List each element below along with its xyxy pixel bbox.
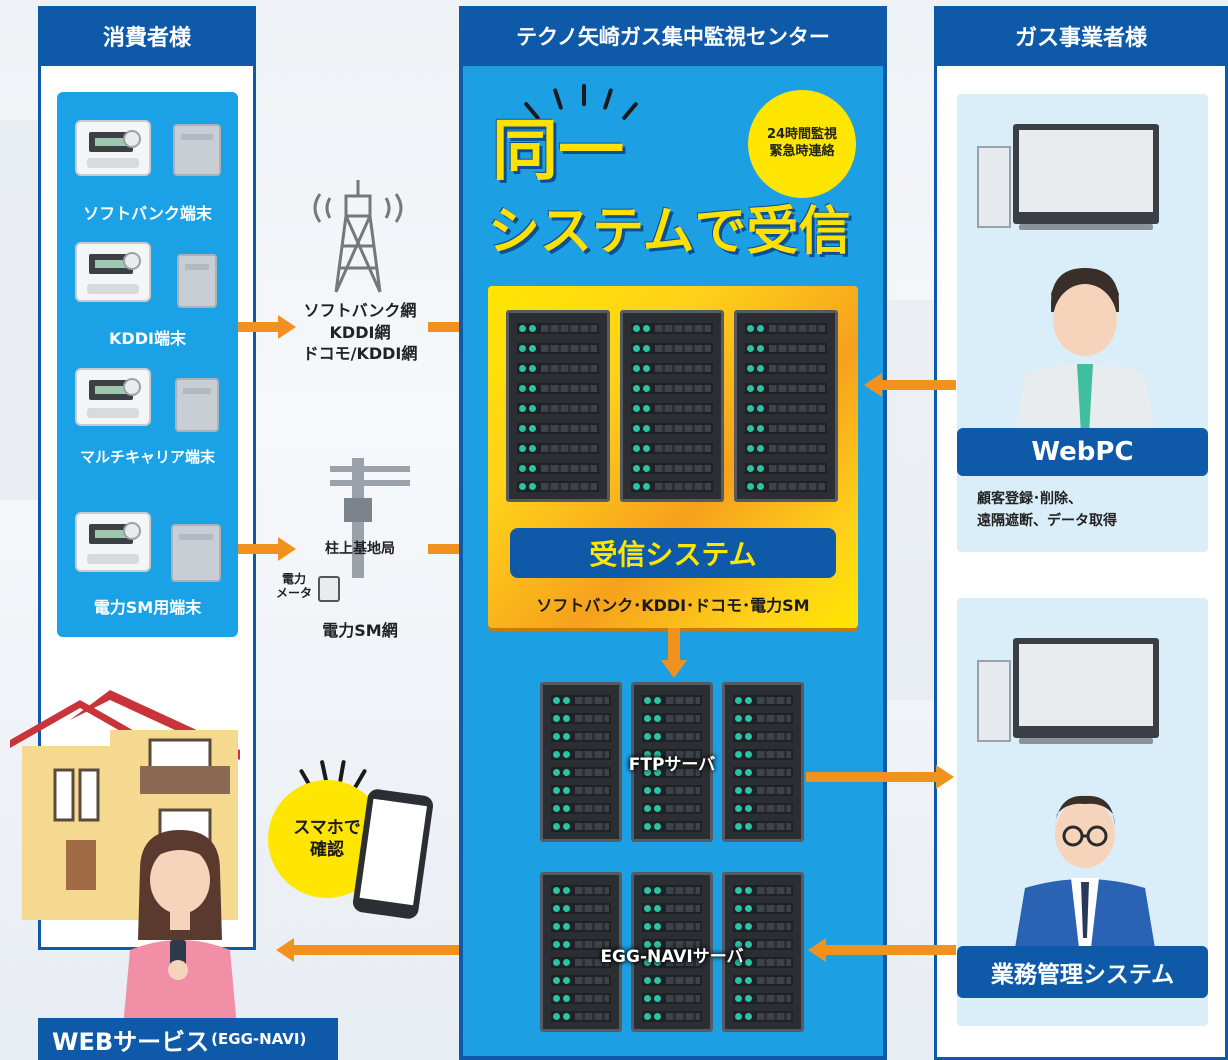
- arrow-head: [276, 938, 294, 962]
- device-label-softbank: ソフトバンク端末: [83, 204, 212, 223]
- power-meter-text-2: メータ: [275, 586, 312, 601]
- keyboard-icon: [1019, 224, 1153, 230]
- modem-icon: [175, 378, 219, 432]
- businessman-glasses-illustration: [1015, 788, 1155, 948]
- arrow-ftp-to-business: [806, 772, 938, 782]
- keyboard-icon: [1019, 738, 1153, 744]
- pc-tower-icon: [977, 660, 1011, 742]
- web-service-label: WEBサービス (EGG-NAVI): [38, 1018, 338, 1060]
- receive-system-box: 受信システム ソフトバンク･KDDI･ドコモ･電力SM: [488, 286, 858, 628]
- arrow-business-to-eggnavi: [824, 945, 956, 955]
- modem-icon: [177, 254, 217, 308]
- ftp-server-group: FTPサーバ: [540, 682, 804, 842]
- server-rack-icon: [540, 682, 622, 842]
- server-rack-icon: [722, 682, 804, 842]
- monitoring-badge: 24時間監視 緊急時連絡: [748, 90, 856, 198]
- power-meter-icon: [318, 576, 340, 602]
- business-system-label: 業務管理システム: [957, 946, 1208, 998]
- arrow-webpc-to-center: [880, 380, 956, 390]
- network-docomo-kddi: ドコモ/KDDI網: [302, 344, 418, 364]
- server-rack-icon: [540, 872, 622, 1032]
- monitor-icon: [1013, 638, 1159, 738]
- device-list: ソフトバンク端末 KDDI端末 マルチキャリア端末 電力SM用端末: [57, 92, 238, 637]
- webpc-desc-1: 顧客登録･削除、: [977, 491, 1082, 507]
- arrow-head: [278, 537, 296, 561]
- arrow-head: [278, 315, 296, 339]
- device-label-multicarrier: マルチキャリア端末: [79, 448, 215, 466]
- web-service-main: WEBサービス: [52, 1027, 210, 1056]
- arrow-head: [864, 373, 882, 397]
- antenna-tower-icon: [306, 176, 410, 296]
- monitor-icon: [1013, 124, 1159, 224]
- smartphone-text-2: 確認: [310, 840, 344, 860]
- business-system-box: 業務管理システム: [957, 598, 1208, 1026]
- eggnavi-server-group: EGG-NAVIサーバ: [540, 872, 804, 1032]
- gas-meter-icon: [75, 120, 151, 176]
- server-rack-icon: [620, 310, 724, 502]
- server-rack-icon: [631, 872, 713, 1032]
- consumer-column-header: 消費者様: [38, 6, 256, 66]
- server-rack-icon: [631, 682, 713, 842]
- arrow-pole-to-center: [428, 544, 470, 554]
- pc-tower-icon: [977, 146, 1011, 228]
- webpc-label: WebPC: [957, 428, 1208, 476]
- monitoring-badge-text-2: 緊急時連絡: [769, 144, 835, 159]
- arrow-receive-to-ftp: [668, 628, 680, 662]
- gas-meter-icon: [75, 368, 151, 426]
- webpc-desc-2: 遠隔遮断、データ取得: [977, 513, 1117, 530]
- carrier-network-label: ソフトバンク網 KDDI網 ドコモ/KDDI網: [270, 300, 450, 365]
- arrow-network-to-center: [428, 322, 470, 332]
- gas-meter-icon: [75, 242, 151, 302]
- utility-pole-icon: [330, 458, 410, 578]
- smartphone-text-1: スマホで: [293, 817, 361, 838]
- server-rack-icon: [734, 310, 838, 502]
- power-meter-text-1: 電力: [281, 572, 306, 586]
- eggnavi-server-label: EGG-NAVIサーバ: [600, 947, 744, 967]
- ftp-server-label: FTPサーバ: [628, 755, 716, 775]
- supported-carriers-label: ソフトバンク･KDDI･ドコモ･電力SM: [536, 596, 810, 615]
- headline-receive: システムで受信: [488, 202, 851, 262]
- pole-station-label: 柱上基地局: [325, 541, 395, 557]
- arrow-head: [661, 660, 687, 678]
- webpc-box: WebPC 顧客登録･削除、 遠隔遮断、データ取得: [957, 94, 1208, 552]
- monitoring-center-header: テクノ矢崎ガス集中監視センター: [459, 6, 887, 66]
- arrow-device-to-network: [238, 322, 280, 332]
- modem-icon: [171, 524, 221, 582]
- modem-icon: [173, 124, 221, 176]
- power-meter-label: 電力 メータ: [270, 572, 318, 601]
- arrow-device-to-pole: [238, 544, 280, 554]
- server-rack-icon: [722, 872, 804, 1032]
- device-label-kddi: KDDI端末: [109, 329, 186, 348]
- arrow-head: [936, 765, 954, 789]
- headline-same: 同一: [492, 112, 624, 189]
- arrow-head: [808, 938, 826, 962]
- webpc-description: 顧客登録･削除、 遠隔遮断、データ取得: [977, 488, 1117, 533]
- device-label-power-sm: 電力SM用端末: [93, 598, 202, 617]
- house-illustration: [10, 670, 240, 920]
- operator-column-header: ガス事業者様: [934, 6, 1228, 66]
- arrow-consumer-eggnavi: [292, 945, 516, 955]
- headline-rays: [520, 84, 640, 124]
- web-service-sub: (EGG-NAVI): [211, 1030, 307, 1048]
- monitoring-badge-text-1: 24時間監視: [766, 127, 838, 143]
- power-sm-network-label: 電力SM網: [322, 621, 398, 640]
- receive-system-label: 受信システム: [510, 528, 836, 578]
- businessman-illustration: [1015, 264, 1155, 434]
- server-rack-icon: [506, 310, 610, 502]
- network-softbank: ソフトバンク網: [303, 301, 417, 320]
- network-kddi: KDDI網: [329, 322, 391, 342]
- gas-meter-icon: [75, 512, 151, 572]
